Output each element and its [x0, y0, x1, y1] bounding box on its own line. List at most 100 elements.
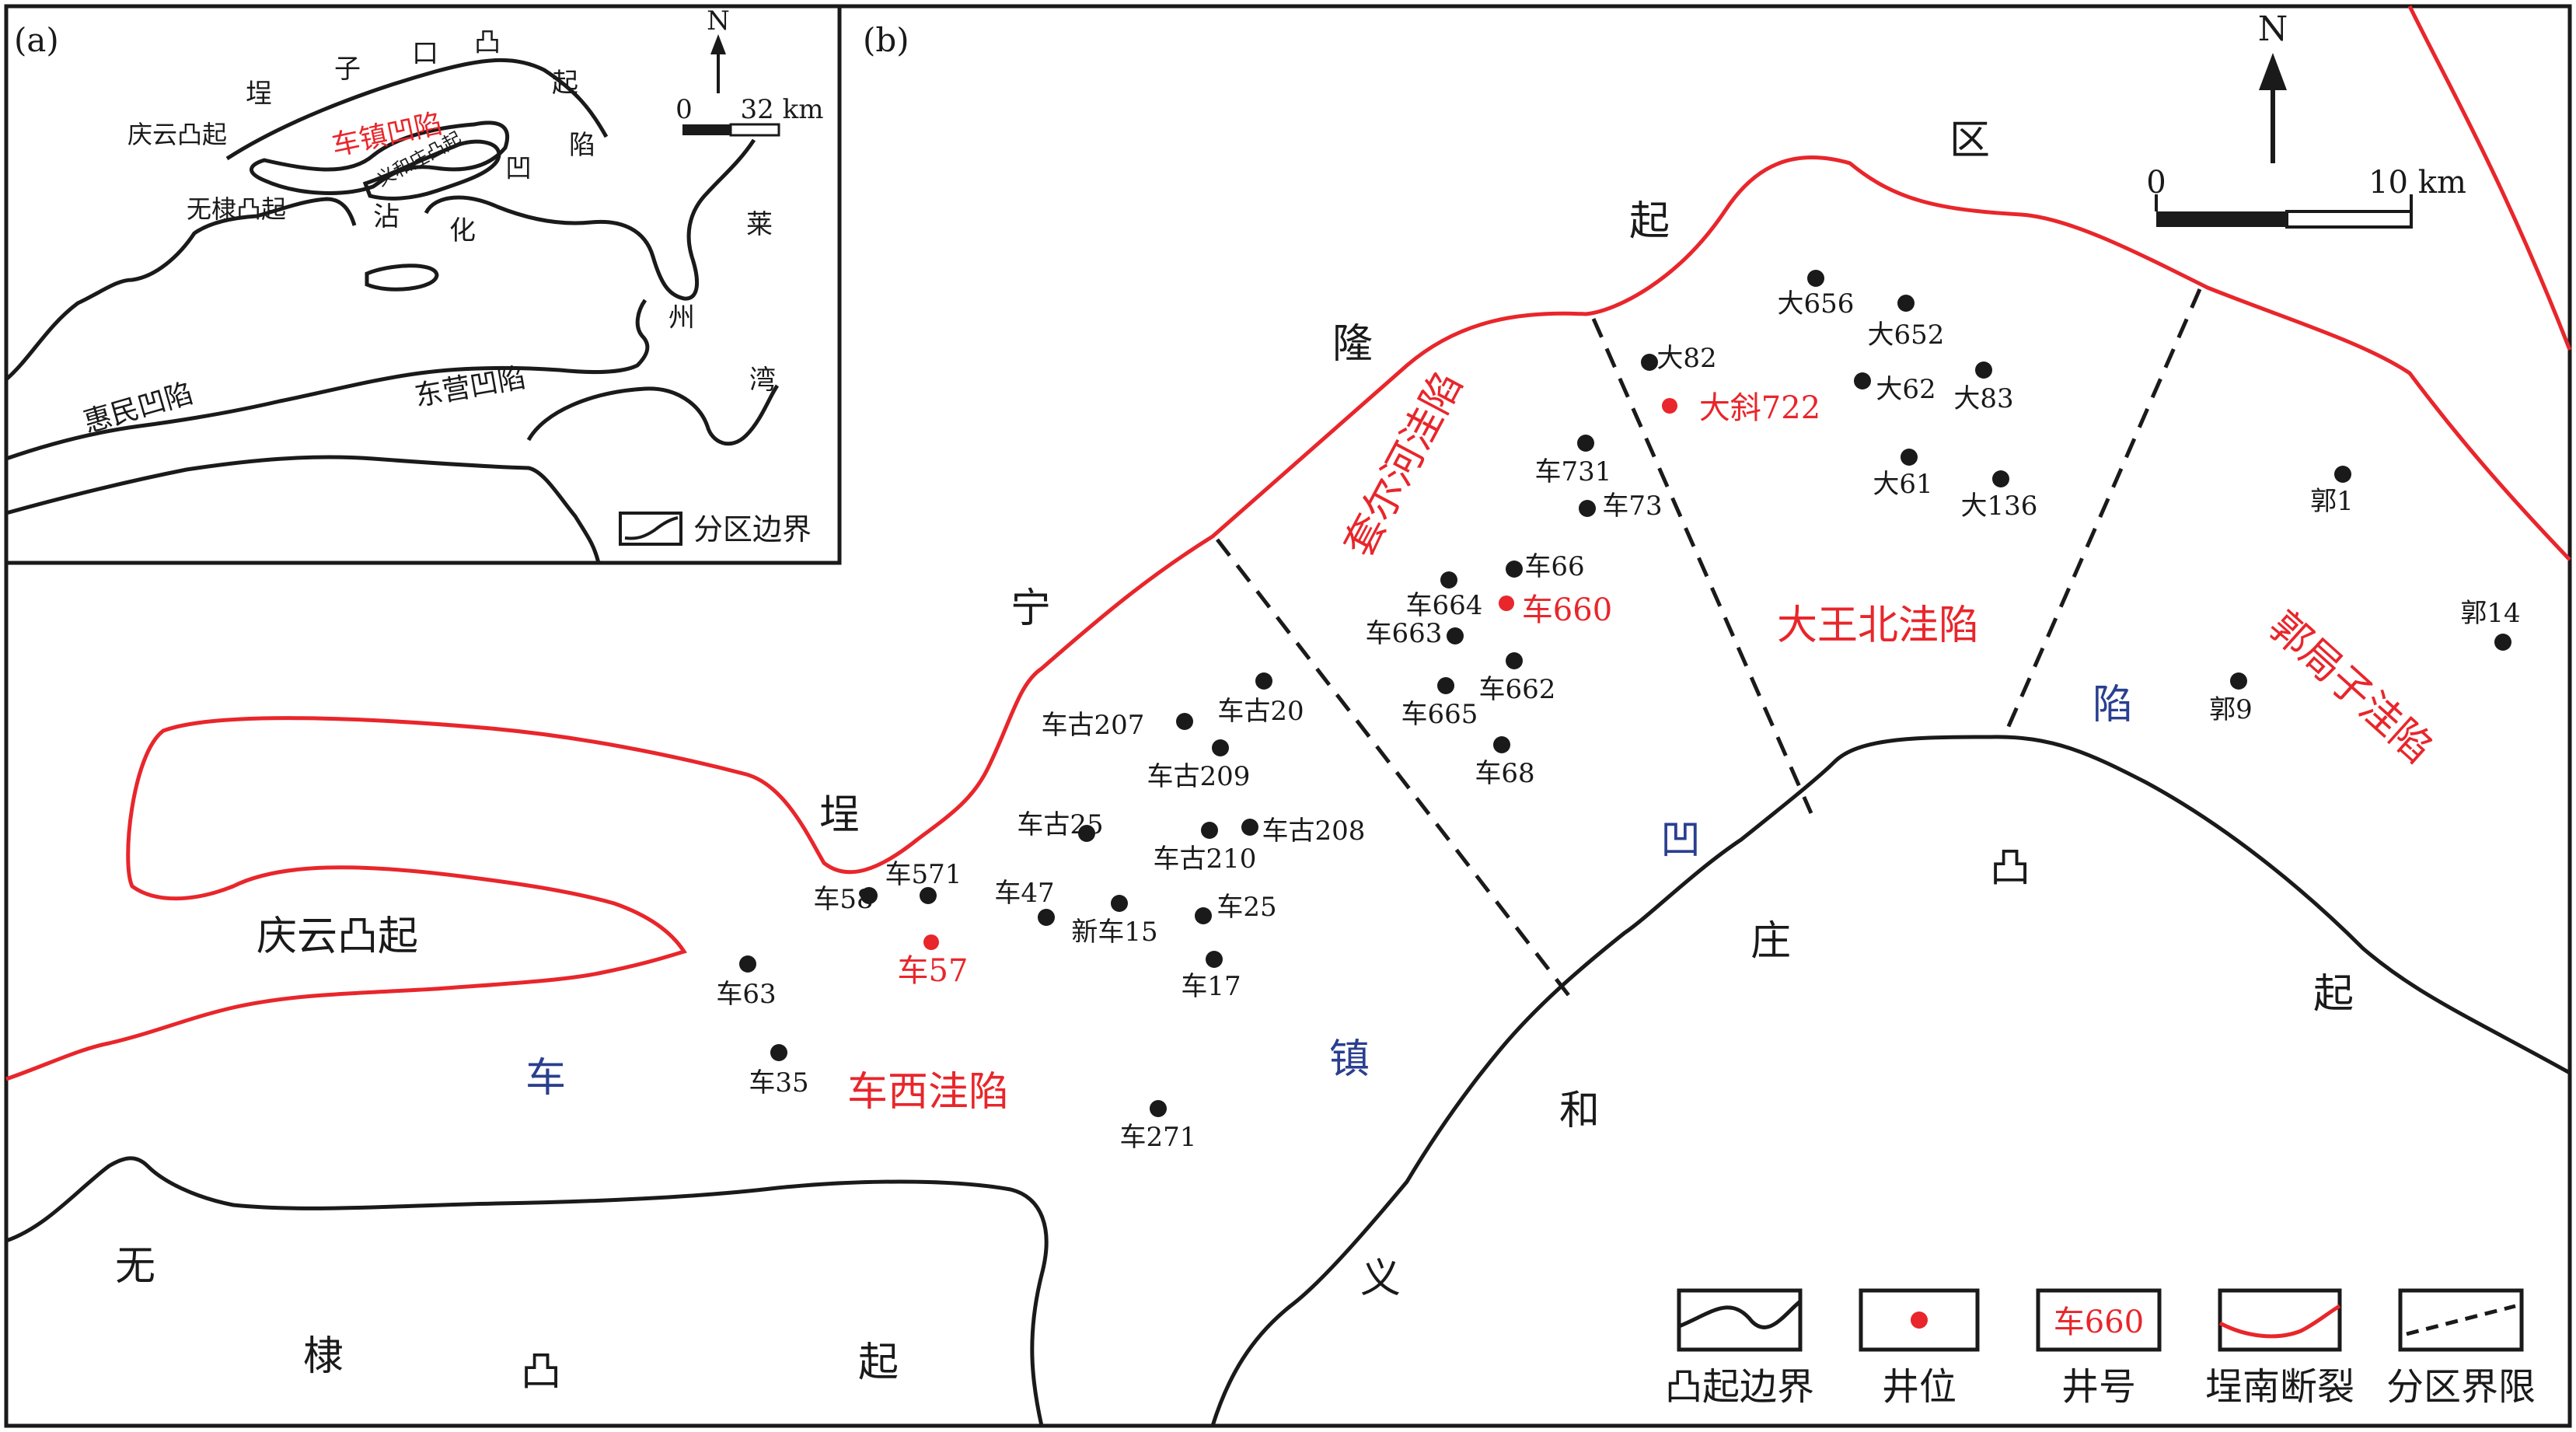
inset-chengzikou-boundary [225, 58, 609, 161]
char-tu: 凸 [1990, 845, 2030, 892]
well-label: 车17 [1181, 971, 1241, 1002]
well-marker [1206, 951, 1223, 968]
char-tu2: 凸 [521, 1349, 561, 1395]
inset-char-cheng: 埕 [246, 79, 272, 110]
legend-item-chengnan-fault: 埕南断裂 [2205, 1288, 2354, 1409]
inset-char-xian: 陷 [569, 130, 595, 161]
well-label: 车57 [898, 953, 969, 989]
main-frame [4, 4, 2572, 1428]
well-label: 大62 [1876, 374, 1935, 405]
wudi-boundary [5, 1156, 1049, 1427]
inset-yihezhuang-loop [362, 139, 501, 201]
well-label: 车古208 [1262, 816, 1366, 847]
well-label: 车68 [1475, 758, 1534, 789]
well-marker [1201, 822, 1218, 839]
division-line-3 [2002, 288, 2202, 739]
legend-label-chengnan-fault: 埕南断裂 [2205, 1365, 2354, 1409]
well-label: 车古20 [1217, 696, 1304, 727]
division-lines [1216, 288, 2202, 1003]
legend-label-well-location: 井位 [1882, 1365, 1956, 1409]
legend-label-division-line: 分区界限 [2386, 1365, 2536, 1409]
well-label: 车660 [1522, 592, 1612, 628]
well-marker [1854, 372, 1871, 389]
inset-qingyun-loop [250, 120, 510, 195]
well-label: 车47 [994, 878, 1054, 909]
inset-label-wudi: 无棣凸起 [187, 194, 286, 224]
inset-char-wan: 湾 [749, 365, 776, 396]
legend-label-uplift-boundary: 凸起边界 [1665, 1365, 1814, 1409]
well-marker [1440, 571, 1457, 589]
char-zhen: 镇 [1329, 1036, 1370, 1083]
label-yihezhuang-uplift: 义 和 庄 凸 起 [1360, 845, 2354, 1302]
well-marker [1506, 561, 1523, 578]
well-marker [1078, 825, 1095, 842]
well-label: 车古210 [1154, 843, 1257, 875]
well-label: 车25 [1216, 892, 1276, 923]
inset-char-kou: 口 [412, 38, 438, 69]
well-label: 车571 [885, 859, 962, 890]
well-label: 郭9 [2209, 694, 2253, 725]
well-label: 大斜722 [1699, 390, 1820, 426]
inset-scale-bar: 0 32 km [675, 94, 823, 137]
inset-panel-label: (a) [14, 21, 59, 59]
inset-label-qingyun: 庆云凸起 [127, 120, 227, 149]
chengnan-fault [5, 155, 2571, 1081]
well-label: 车73 [1602, 491, 1662, 522]
well-label: 车66 [1524, 551, 1584, 582]
well-label: 郭1 [2310, 486, 2354, 517]
well-label: 大82 [1656, 343, 1716, 374]
main-scale-bar: 0 10 km [2146, 165, 2466, 229]
char-wu: 无 [115, 1243, 155, 1290]
inset-char-zi: 子 [334, 54, 361, 85]
well-marker [2334, 466, 2351, 483]
yihezhuang-boundary [1210, 735, 2571, 1427]
well-label: 车古209 [1147, 761, 1251, 792]
inset-legend-label: 分区边界 [693, 512, 812, 547]
well-marker [1111, 895, 1128, 912]
well-label: 大61 [1873, 469, 1932, 500]
well-label: 车古207 [1042, 710, 1145, 741]
well-marker [2494, 634, 2511, 651]
well-marker [1437, 677, 1454, 694]
legend: 凸起边界 井位 车660 井号 埕南断裂 [1665, 1288, 2536, 1409]
well-marker [1255, 672, 1272, 690]
well-marker [1195, 907, 1212, 924]
well-marker [1499, 596, 1514, 611]
char-qi3: 起 [858, 1339, 899, 1386]
legend-label-well-name: 井号 [2061, 1365, 2136, 1409]
char-cheng: 埕 [819, 792, 860, 839]
legend-item-well-name: 车660 井号 [2036, 1288, 2162, 1409]
char-qi: 起 [1629, 198, 1670, 245]
char-xian: 陷 [2093, 682, 2133, 728]
chengnan-fault-ne [2407, 5, 2572, 351]
inset-char-zhan: 沾 [373, 201, 400, 232]
well-label: 大656 [1778, 288, 1855, 320]
well-label: 车663 [1366, 618, 1443, 649]
inset-north-arrow: N [707, 5, 730, 93]
label-chenning-uplift: 埕 宁 隆 起 区 [819, 117, 1990, 839]
main-scale-max: 10 km [2368, 165, 2466, 201]
well-marker [1493, 736, 1510, 753]
legend-item-well-location: 井位 [1859, 1288, 1980, 1409]
inset-char-lai: 莱 [746, 209, 773, 240]
char-ning: 宁 [1011, 585, 1051, 632]
well-label: 郭14 [2460, 598, 2520, 629]
char-che: 车 [525, 1055, 566, 1102]
well-label: 车古25 [1017, 809, 1103, 840]
main-north-label: N [2258, 9, 2288, 49]
inset-dongying-boundary [5, 455, 601, 564]
inset-char-zhou: 州 [668, 302, 695, 334]
inset-dongying-north [526, 384, 780, 446]
legend-sample-well-name: 车660 [2054, 1305, 2144, 1340]
inset-huimin-boundary [5, 197, 357, 381]
well-label: 车731 [1535, 456, 1612, 487]
inset-label-laizhou: 莱 州 湾 [668, 209, 776, 396]
division-line-2 [1591, 317, 1813, 815]
char-qi2: 起 [2313, 971, 2354, 1018]
well-marker [920, 887, 937, 904]
main-panel-label: (b) [863, 21, 909, 59]
well-label: 车271 [1120, 1122, 1197, 1153]
inset-zhanhua-boundary [424, 138, 756, 301]
region-qingyun: 庆云凸起 [257, 913, 418, 960]
well-marker [1176, 713, 1193, 730]
